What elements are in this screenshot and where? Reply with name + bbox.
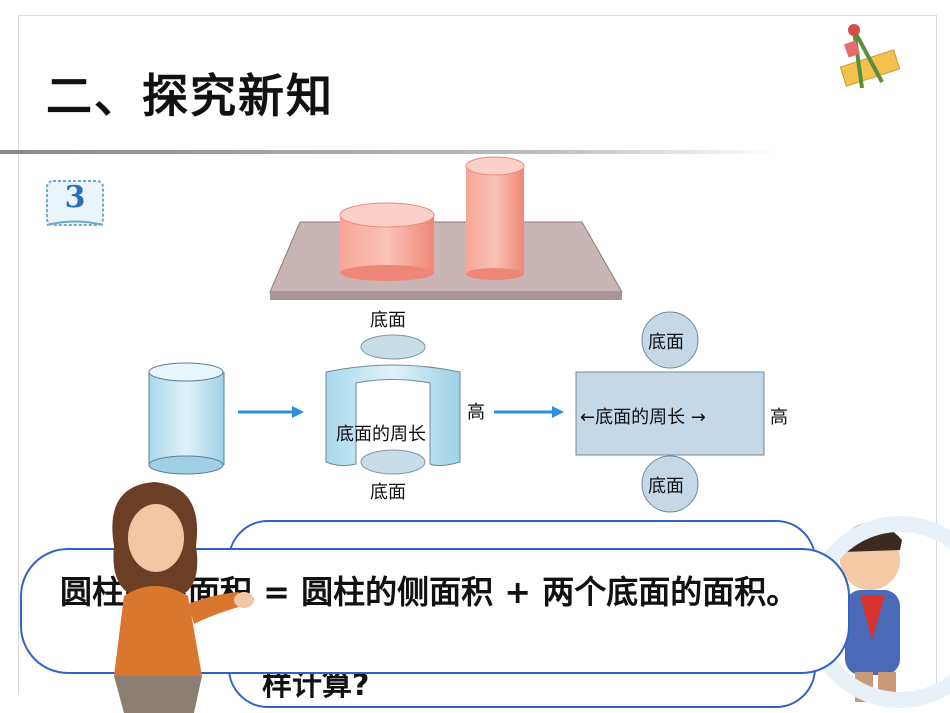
board-with-cylinders [269,156,623,300]
net-height-label: 高 [770,407,788,428]
page-title: 二、探究新知 [46,69,334,123]
example-number: 3 [64,180,86,215]
ruler-compass-icon [839,24,901,89]
net-top-base-label: 底面 [648,332,684,353]
book-badge-icon [46,180,104,226]
blue-cylinder [148,362,225,475]
title-divider [0,150,780,154]
lateral-height-label: 高 [467,402,485,423]
teacher-figure [112,482,254,713]
top-base-label: 底面 [370,310,406,331]
lateral-perimeter-label: 底面的周长 [336,424,426,445]
arrow-2 [494,406,564,418]
net-perimeter-label: ←底面的周长 → [580,407,706,428]
frame-left-line [18,15,19,695]
frame-right-line [936,15,937,695]
net-bottom-base-label: 底面 [648,476,684,497]
arrow-1 [238,406,304,418]
frame-top-line [18,15,936,16]
net-diagram [575,311,765,513]
unrolling-cylinder [325,334,461,475]
bottom-base-label: 底面 [370,482,406,503]
example-badge: 3 [44,178,106,230]
